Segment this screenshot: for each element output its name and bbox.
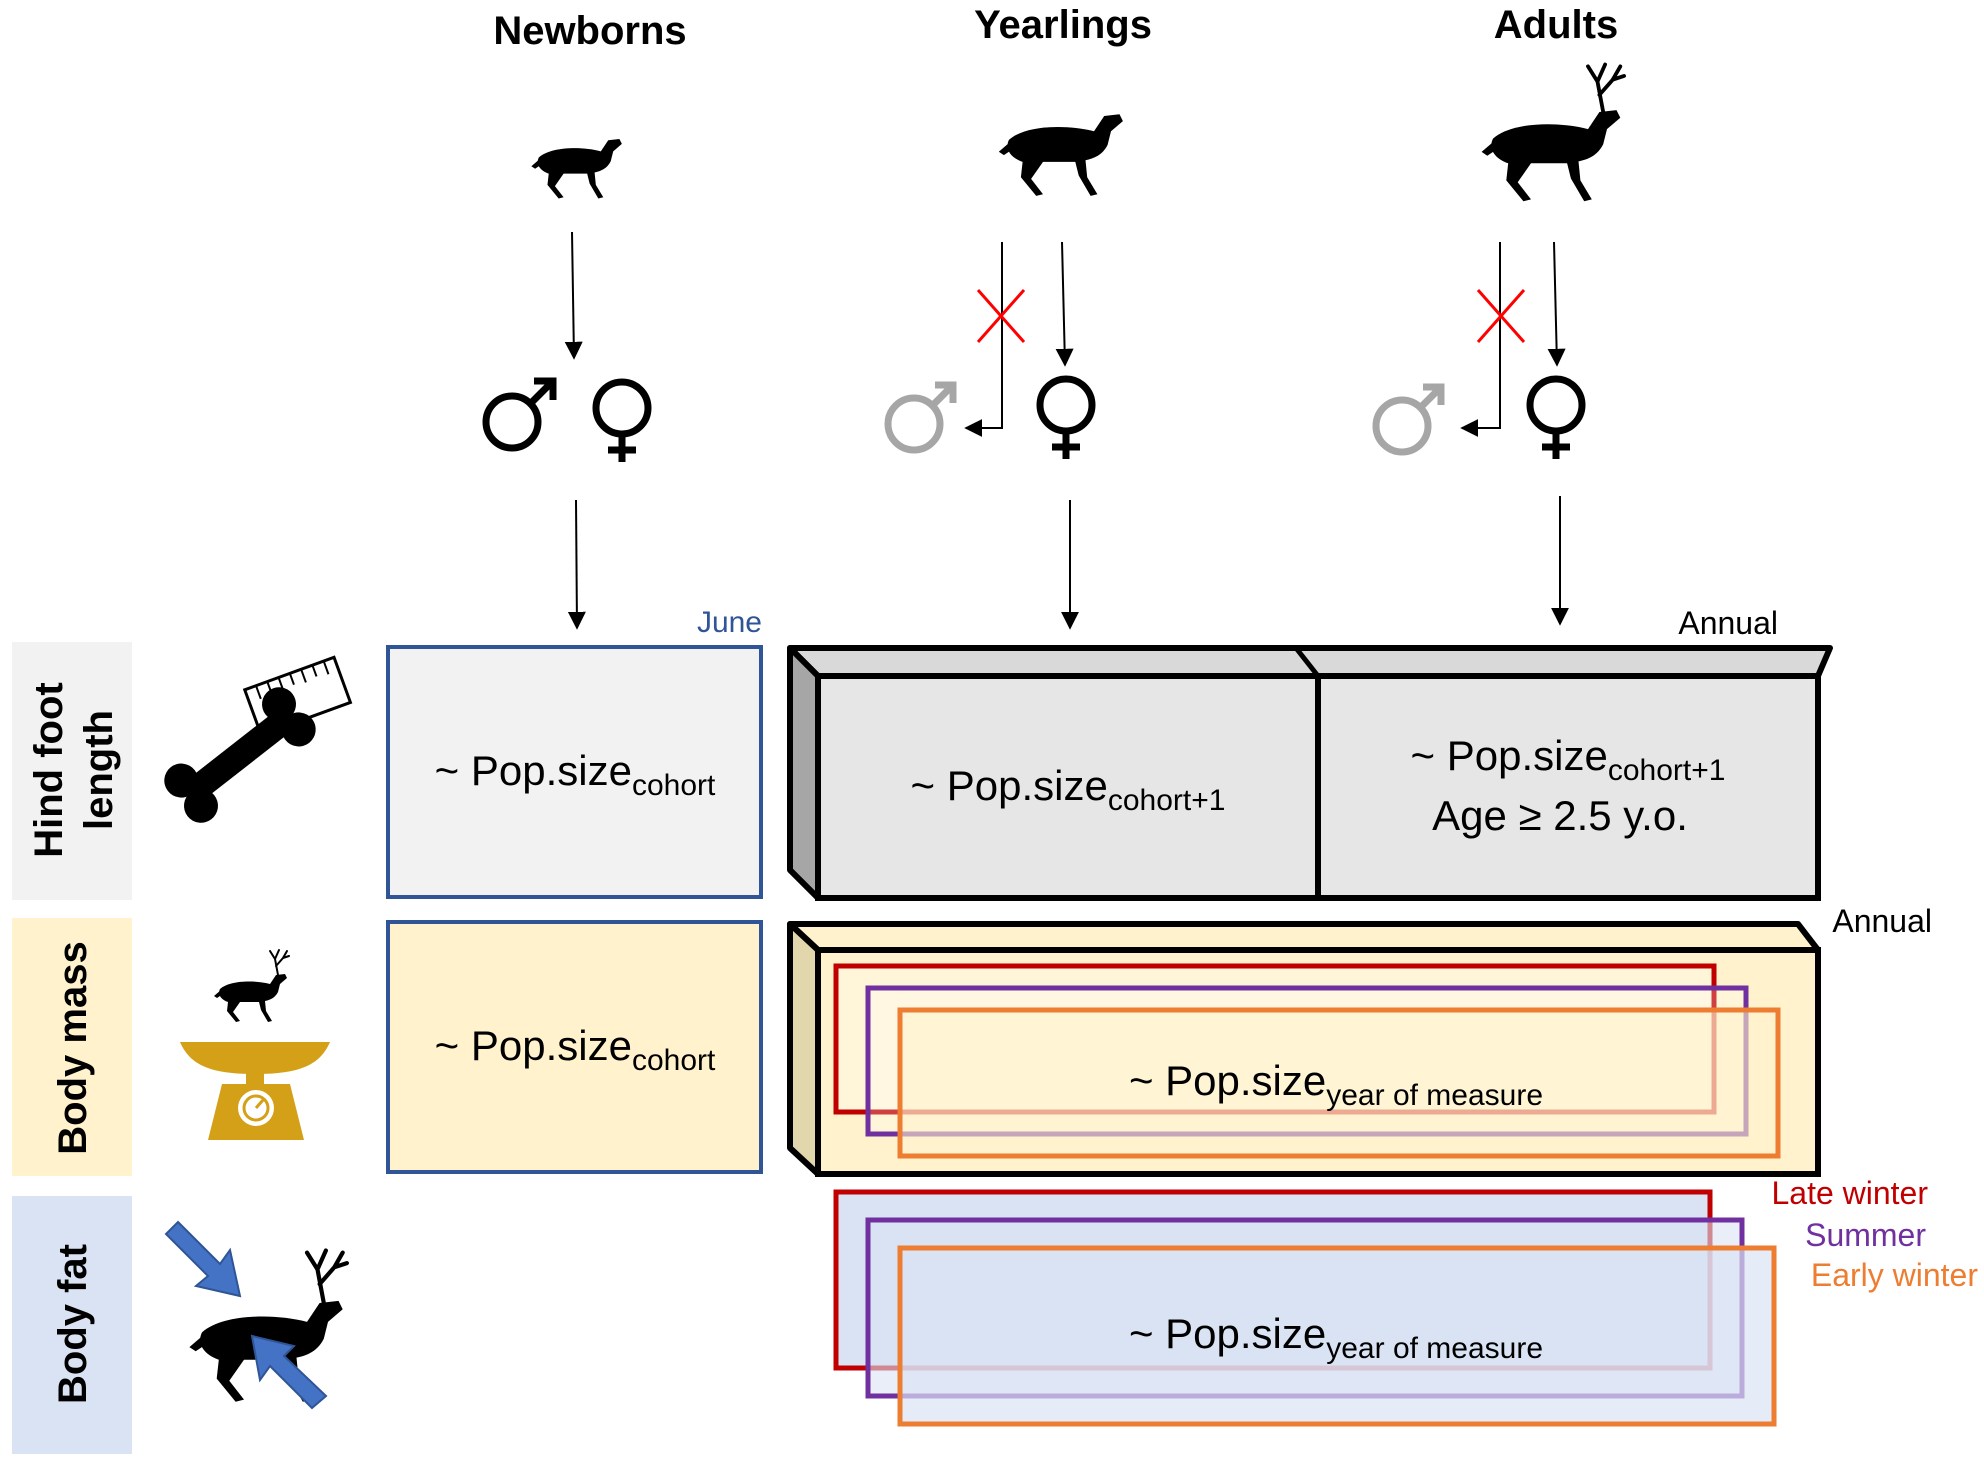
column-title-newborns: Newborns (493, 9, 686, 53)
annual-label-hind: Annual (1678, 605, 1778, 641)
formula-prefix: ~ Pop.size (435, 1022, 632, 1069)
row-label-body-fat: Body fat (51, 1244, 95, 1404)
adult-hind-foot-formula: ~ Pop.sizecohort+1 (1411, 732, 1726, 787)
formula-subscript: cohort+1 (1608, 754, 1726, 787)
reindeer-fat-arrows-icon (164, 1220, 347, 1410)
mass-year-formula: ~ Pop.sizeyear of measure (1129, 1057, 1543, 1112)
row-label-hind-foot-line2: length (77, 710, 121, 830)
fat-year-formula: ~ Pop.sizeyear of measure (1129, 1310, 1543, 1365)
newborn-hind-foot-formula: ~ Pop.sizecohort (435, 747, 716, 802)
hind-foot-annual-prism (787, 645, 1833, 901)
female-symbol-icon (592, 378, 652, 462)
fat-early-winter-frame (897, 1245, 1777, 1427)
female-symbol-icon (1036, 375, 1096, 459)
bone-ruler-icon (164, 655, 353, 823)
yearling-hind-foot-formula: ~ Pop.sizecohort+1 (911, 762, 1226, 817)
row-header-body-fat (12, 1196, 132, 1454)
formula-subscript: cohort+1 (1108, 784, 1226, 817)
row-header-body-mass (12, 918, 132, 1176)
adult-to-female-arrow (1547, 241, 1566, 367)
legend-summer: Summer (1805, 1217, 1926, 1253)
row-label-body-mass: Body mass (51, 941, 95, 1154)
adult-age-condition: Age ≥ 2.5 y.o. (1432, 792, 1688, 839)
formula-prefix: ~ Pop.size (911, 762, 1108, 809)
weighing-scale-icon (180, 949, 330, 1140)
annual-label-mass: Annual (1832, 903, 1932, 939)
mass-early-winter-frame (897, 1007, 1781, 1159)
formula-subscript: cohort (632, 1044, 716, 1077)
male-symbol-icon (884, 381, 957, 454)
male-symbol-icon (482, 377, 557, 452)
adult-to-male-arrow (1460, 242, 1501, 437)
male-symbol-icon (1372, 383, 1445, 456)
formula-subscript: year of measure (1326, 1332, 1543, 1365)
reindeer-adult-icon (1481, 62, 1626, 202)
reindeer-calf-icon (531, 138, 622, 199)
reindeer-yearling-icon (998, 114, 1123, 196)
legend-late-winter: Late winter (1771, 1175, 1928, 1211)
newborn-hind-foot-box (386, 645, 763, 899)
formula-prefix: ~ Pop.size (1129, 1057, 1326, 1104)
exclusion-cross-icon (976, 289, 1026, 343)
column-title-adults: Adults (1494, 3, 1618, 47)
row-header-hind-foot (12, 642, 132, 900)
formula-prefix: ~ Pop.size (1129, 1310, 1326, 1357)
column-title-yearlings: Yearlings (974, 3, 1152, 47)
exclusion-cross-icon (1476, 289, 1526, 343)
formula-prefix: ~ Pop.size (435, 747, 632, 794)
legend-early-winter: Early winter (1811, 1257, 1979, 1293)
yearling-to-female-arrow (1055, 241, 1074, 367)
female-symbol-icon (1526, 375, 1586, 459)
newborn-body-mass-formula: ~ Pop.sizecohort (435, 1022, 716, 1077)
newborn-body-mass-box (386, 920, 763, 1174)
june-label: June (697, 606, 762, 639)
row-label-hind-foot-line1: Hind foot (27, 682, 71, 858)
formula-prefix: ~ Pop.size (1411, 732, 1608, 779)
formula-subscript: year of measure (1326, 1079, 1543, 1112)
yearling-to-male-arrow (964, 242, 1003, 437)
newborn-to-box-arrow (567, 499, 586, 630)
newborn-to-sex-arrow (564, 231, 583, 360)
formula-subscript: cohort (632, 769, 716, 802)
